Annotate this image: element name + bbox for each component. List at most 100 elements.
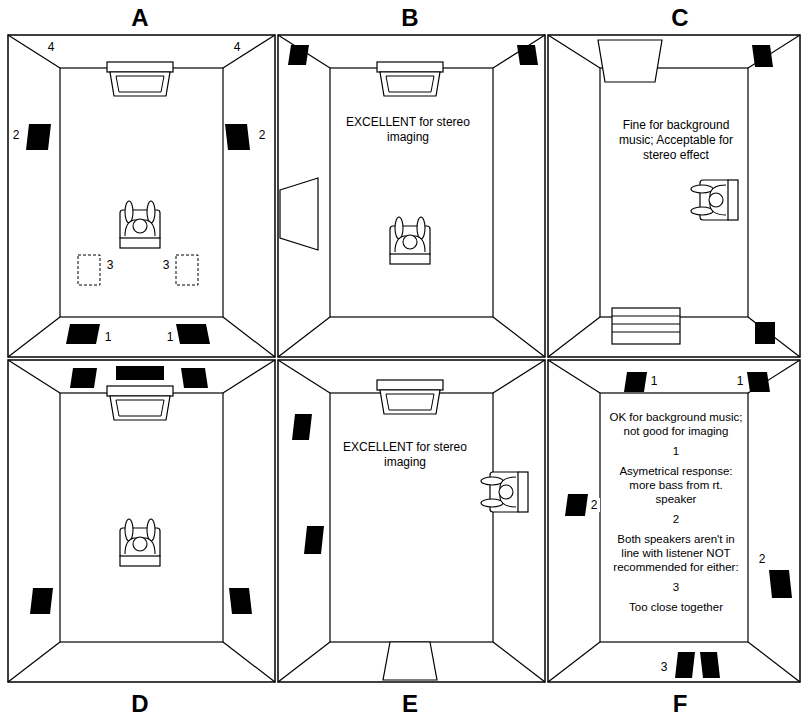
speaker xyxy=(30,588,53,614)
listener-arm xyxy=(395,217,403,239)
tv-body xyxy=(380,72,440,96)
tv-body xyxy=(110,396,170,420)
speaker xyxy=(70,368,97,388)
room-wall xyxy=(8,35,275,357)
callout-number: 1 xyxy=(734,374,746,388)
room-corner xyxy=(8,642,60,682)
side-speaker xyxy=(280,178,318,250)
room-corner xyxy=(223,35,275,68)
room-corner xyxy=(8,360,60,393)
placement-note: EXCELLENT for stereo imaging xyxy=(343,440,467,470)
room-corner xyxy=(548,642,600,682)
panel-letter: A xyxy=(120,4,160,33)
speaker xyxy=(624,372,647,392)
callout-number: 3 xyxy=(104,258,116,272)
room-corner xyxy=(278,642,330,682)
callout-number: 2 xyxy=(673,512,679,526)
room-corner xyxy=(278,360,330,393)
listener-chair xyxy=(481,472,528,512)
panel-letter: F xyxy=(660,690,700,719)
panel-letter: D xyxy=(120,690,160,719)
room-corner xyxy=(223,360,275,393)
callout-number: 4 xyxy=(44,40,58,54)
speaker xyxy=(769,570,792,598)
speaker xyxy=(66,324,100,344)
tv-cabinet xyxy=(377,62,443,72)
listener-head xyxy=(403,235,417,249)
speaker xyxy=(747,372,770,392)
listener-chair xyxy=(390,217,430,264)
listener-head xyxy=(709,193,723,207)
tv-body xyxy=(110,72,170,96)
placement-note: OK for background music; not good for im… xyxy=(608,410,744,438)
tv-screen xyxy=(116,400,164,416)
room-floor xyxy=(60,393,223,642)
room-corner xyxy=(278,317,330,357)
room-corner xyxy=(548,35,600,68)
callout-number: 1 xyxy=(648,374,660,388)
room-corner xyxy=(8,35,60,68)
room-corner xyxy=(493,360,545,393)
tv-body xyxy=(380,390,440,414)
listener-head xyxy=(133,219,147,233)
speaker xyxy=(752,45,773,67)
room-wall xyxy=(278,35,545,357)
listener-chair xyxy=(691,180,738,220)
room-corner xyxy=(493,35,545,68)
cabinet-shelf xyxy=(612,316,680,317)
speaker xyxy=(304,526,324,554)
speaker xyxy=(755,322,775,344)
room-corner xyxy=(748,317,800,357)
speaker xyxy=(176,324,210,344)
room-floor xyxy=(330,68,493,317)
room-corner xyxy=(548,317,600,357)
speaker xyxy=(700,652,720,678)
tv-cabinet xyxy=(107,62,173,72)
speaker xyxy=(225,124,250,150)
callout-number: 2 xyxy=(588,498,600,512)
chair-back xyxy=(120,238,160,248)
stereo-cabinet xyxy=(612,308,680,344)
listener-arm xyxy=(417,217,425,239)
listener-chair xyxy=(120,519,160,566)
listener-arm xyxy=(481,499,503,507)
listener-body xyxy=(710,185,726,215)
placement-note: Asymetrical response: more bass from rt.… xyxy=(608,464,744,506)
tv-screen xyxy=(386,76,434,92)
listener-body xyxy=(500,477,516,507)
listener-body xyxy=(125,220,155,236)
callout-number: 1 xyxy=(164,330,176,344)
tv-set xyxy=(107,386,173,420)
tall-speaker xyxy=(598,40,662,82)
callout-number: 3 xyxy=(160,258,172,272)
tv-set xyxy=(377,62,443,96)
placement-note: Too close together xyxy=(629,600,723,614)
chair-back xyxy=(518,472,528,512)
listener-arm xyxy=(691,185,713,193)
room-corner xyxy=(748,35,800,68)
room-floor xyxy=(60,68,223,317)
room-floor xyxy=(600,393,748,642)
room-wall xyxy=(548,360,800,682)
listener-arm xyxy=(147,519,155,541)
speaker xyxy=(292,414,312,440)
room-wall xyxy=(8,360,275,682)
callout-number: 2 xyxy=(10,128,22,142)
alt-speaker-spot xyxy=(78,255,100,285)
cabinet-shelf xyxy=(612,332,680,333)
chair-back xyxy=(120,556,160,566)
speaker xyxy=(517,45,538,65)
speaker xyxy=(229,588,252,614)
cabinet-shelf xyxy=(612,324,680,325)
listener-arm xyxy=(691,207,713,215)
tv-screen xyxy=(386,394,434,410)
tv-set xyxy=(377,380,443,414)
callout-number: 3 xyxy=(658,660,670,674)
listener-arm xyxy=(147,201,155,223)
tv-cabinet xyxy=(377,380,443,390)
room-corner xyxy=(223,317,275,357)
listener-body xyxy=(125,538,155,554)
room-wall xyxy=(548,35,800,357)
room-corner xyxy=(8,317,60,357)
room-floor xyxy=(330,393,493,642)
